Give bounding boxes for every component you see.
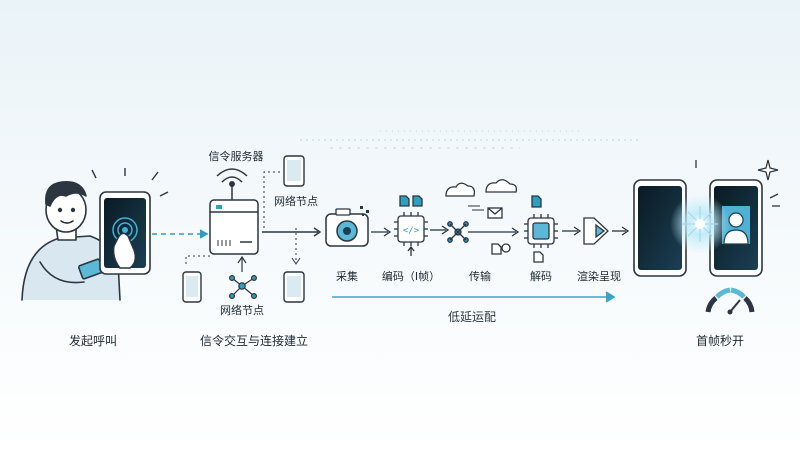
network-node-bottom-cluster — [182, 228, 305, 303]
decode-chip-icon — [524, 195, 558, 263]
network-node-bottom-label: 网络节点 — [220, 304, 264, 317]
receiver-phone-dark — [633, 179, 687, 277]
network-node-top-label: 网络节点 — [274, 195, 318, 208]
pipeline-step-encode: 编码（I帧） — [381, 270, 441, 283]
first-frame-glow — [670, 194, 730, 254]
low-latency-caption: 低延运配 — [447, 310, 497, 324]
signal-server-label: 信令服务器 — [208, 150, 264, 163]
pipeline-step-capture: 采集 — [336, 270, 358, 283]
capture-camera-icon — [325, 206, 369, 247]
pipeline-step-transmit: 传输 — [469, 270, 491, 283]
encode-chip-icon: </> — [394, 195, 428, 256]
low-latency-arrow — [332, 291, 616, 303]
pipeline-step-decode: 解码 — [530, 270, 552, 283]
transmit-network-icon — [445, 179, 520, 255]
speed-gauge-icon — [705, 287, 755, 315]
caption-signaling: 信令交互与连接建立 — [199, 334, 309, 348]
decorative-lines — [300, 130, 640, 149]
caption-caller: 发起呼叫 — [68, 334, 118, 348]
arrow-caller-to-server — [152, 229, 209, 239]
arrow-server-to-capture — [262, 227, 322, 237]
caption-first-frame: 首帧秒开 — [695, 334, 745, 348]
pipeline-step-render: 渲染呈现 — [577, 270, 621, 283]
signal-server — [209, 168, 259, 255]
arrow-capture-to-encode — [371, 227, 392, 237]
network-node-top-phone — [263, 155, 305, 228]
caller-phone — [91, 168, 169, 275]
arrow-decode-to-render — [562, 226, 582, 236]
arrow-encode-to-transmit — [430, 225, 450, 235]
svg-text:</>: </> — [403, 226, 420, 236]
sparkle-icons — [695, 159, 780, 207]
caller-person — [21, 180, 121, 301]
render-icon — [583, 217, 630, 245]
